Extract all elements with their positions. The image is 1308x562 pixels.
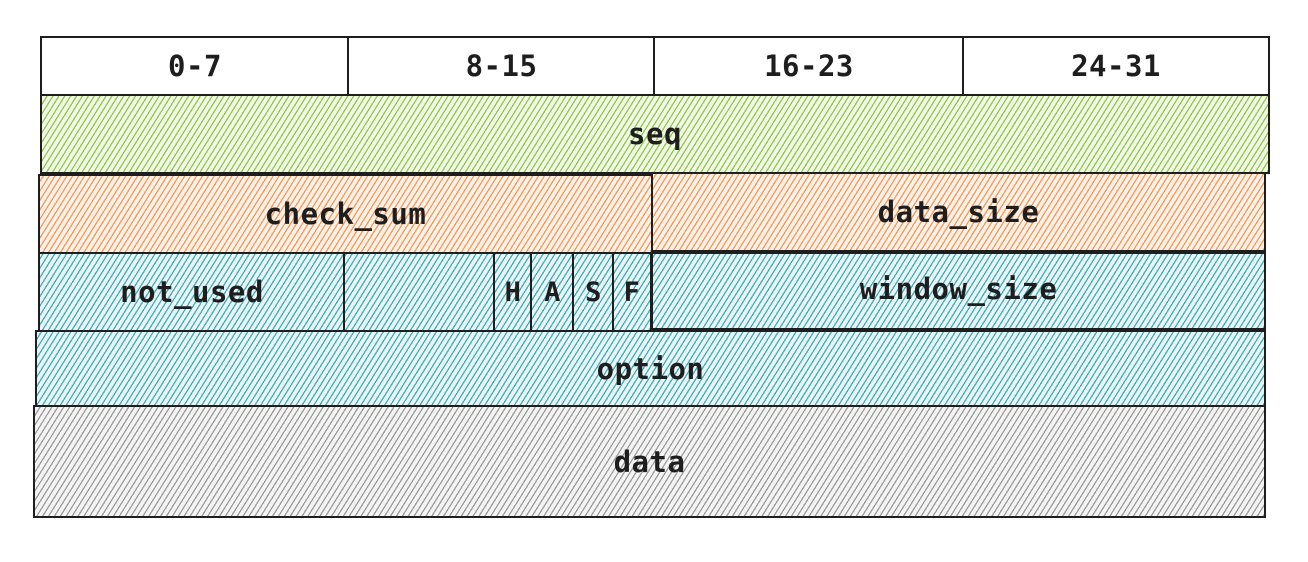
field-data: data xyxy=(33,405,1266,518)
flag-a: A xyxy=(530,252,575,332)
bit-range-16-23: 16-23 xyxy=(653,36,965,96)
field-option-label: option xyxy=(596,351,705,386)
flag-a-label: A xyxy=(544,276,561,308)
bit-range-24-31: 24-31 xyxy=(962,36,1270,96)
field-window-size-label: window_size xyxy=(859,272,1058,306)
field-option: option xyxy=(35,330,1266,407)
bit-range-label: 8-15 xyxy=(465,49,538,83)
bit-range-label: 16-23 xyxy=(764,49,854,83)
field-not-used-label: not_used xyxy=(120,275,264,309)
field-seq: seq xyxy=(40,94,1270,174)
flag-s-label: S xyxy=(585,276,602,308)
field-check-sum-label: check_sum xyxy=(264,197,427,231)
field-data-size: data_size xyxy=(651,172,1266,252)
flag-s: S xyxy=(572,252,615,332)
bit-range-label: 0-7 xyxy=(168,49,222,83)
flag-h-label: H xyxy=(504,276,522,308)
flag-f-label: F xyxy=(623,276,641,308)
bit-range-8-15: 8-15 xyxy=(347,36,656,96)
field-not-used: not_used xyxy=(38,252,346,332)
field-data-label: data xyxy=(613,444,686,479)
flag-h: H xyxy=(493,252,533,332)
field-window-size: window_size xyxy=(651,252,1266,330)
field-data-size-label: data_size xyxy=(877,195,1040,229)
flag-f: F xyxy=(612,252,652,332)
field-reserved-bits xyxy=(343,252,496,332)
bit-range-label: 24-31 xyxy=(1071,49,1161,83)
field-check-sum: check_sum xyxy=(38,174,653,254)
field-seq-label: seq xyxy=(628,117,682,151)
bit-range-0-7: 0-7 xyxy=(40,36,350,96)
